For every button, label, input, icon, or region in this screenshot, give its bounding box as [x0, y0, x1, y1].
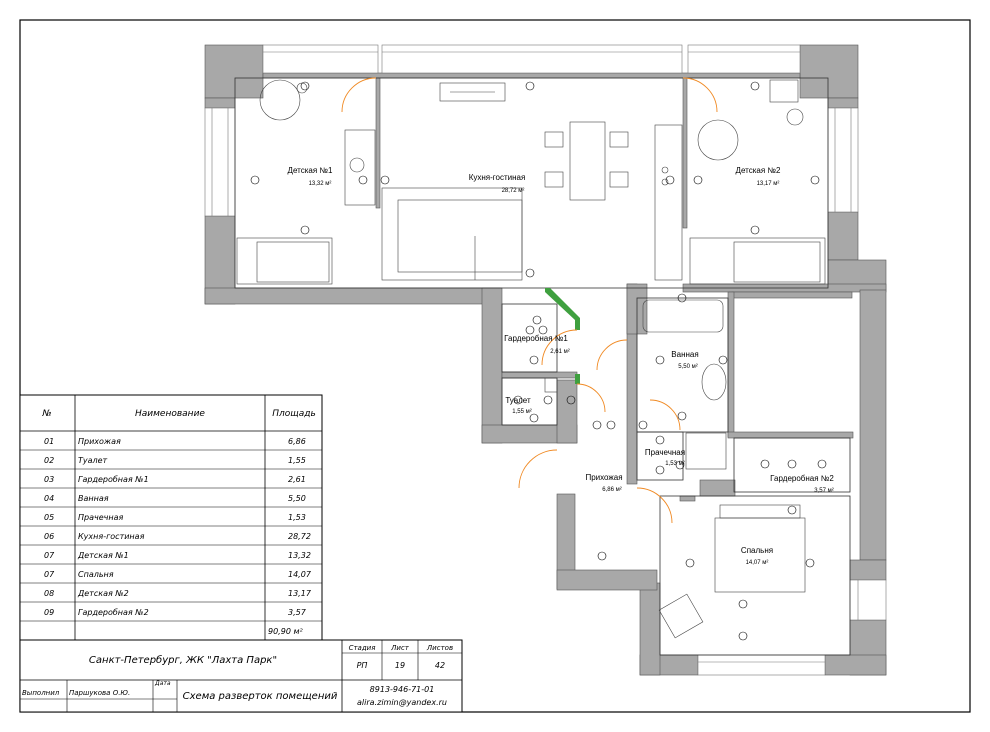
room-name-laundry: Прачечная — [645, 448, 685, 457]
room-area-detskaya-2: 13,17 м² — [757, 181, 780, 187]
room-name-toilet: Туалет — [505, 396, 531, 405]
row-name: Спальня — [78, 570, 114, 579]
stage-value: РП — [357, 661, 368, 670]
desk-1 — [344, 129, 376, 206]
row-name: Гардеробная №1 — [78, 475, 149, 484]
row-name: Кухня-гостиная — [78, 532, 145, 541]
performed-label: Выполнил — [22, 689, 60, 697]
row-area: 5,50 — [288, 494, 306, 503]
row-name: Детская №2 — [77, 589, 129, 598]
row-area: 6,86 — [288, 437, 306, 446]
room-area-detskaya-1: 13,32 м² — [309, 181, 332, 187]
dining-table — [569, 121, 606, 201]
sink-oval — [701, 363, 727, 401]
row-num: 06 — [44, 532, 54, 541]
row-num: 08 — [44, 589, 54, 598]
contact-phone: 8913-946-71-01 — [370, 685, 435, 694]
furniture — [236, 79, 826, 639]
room-area-wardrobe-1: 2,61 м² — [550, 349, 569, 355]
col-header-name: Наименование — [135, 409, 205, 419]
washer — [685, 432, 727, 470]
sheet-label: Лист — [390, 644, 410, 652]
room-name-wardrobe-2: Гардеробная №2 — [770, 474, 834, 483]
col-header-area: Площадь — [272, 409, 316, 419]
sheets-label: Листов — [426, 644, 453, 652]
total-area: 90,90 м² — [268, 627, 303, 636]
drawing-title: Схема разверток помещений — [183, 691, 338, 702]
tv-unit — [439, 82, 506, 102]
bed-1 — [236, 237, 333, 285]
room-area-hallway: 6,86 м² — [602, 487, 621, 493]
sheet-value: 19 — [395, 661, 405, 670]
windows — [204, 44, 887, 676]
double-bed — [714, 517, 806, 593]
row-area: 1,55 — [288, 456, 306, 465]
play-rug-2 — [697, 119, 739, 161]
contact-email: alira.zimin@yandex.ru — [357, 698, 447, 707]
sofa — [381, 187, 523, 281]
sheet-frame — [19, 19, 971, 713]
room-area-laundry: 1,53 м² — [665, 461, 684, 467]
elevation-markers — [250, 81, 827, 641]
row-area: 13,32 — [288, 551, 311, 560]
row-num: 05 — [44, 513, 54, 522]
room-name-kitchen-living: Кухня-гостиная — [469, 173, 526, 182]
title-block: Санкт-Петербург, ЖК "Лахта Парк" Стадия … — [19, 639, 463, 713]
row-name: Ванная — [78, 494, 109, 503]
performer-name: Паршукова О.Ю. — [69, 689, 130, 697]
row-area: 14,07 — [288, 570, 312, 579]
row-area: 2,61 — [288, 475, 306, 484]
row-name: Прихожая — [78, 437, 121, 446]
row-area: 3,57 — [288, 608, 307, 617]
doors — [341, 77, 718, 524]
room-name-bedroom: Спальня — [741, 546, 773, 555]
sheets-value: 42 — [435, 661, 445, 670]
row-num: 03 — [44, 475, 54, 484]
room-name-bathroom: Ванная — [671, 350, 698, 359]
row-name: Туалет — [78, 456, 108, 465]
row-area: 28,72 — [288, 532, 311, 541]
row-num: 09 — [44, 608, 54, 617]
row-num: 02 — [44, 456, 54, 465]
walls — [204, 44, 887, 676]
project-name: Санкт-Петербург, ЖК "Лахта Парк" — [89, 654, 277, 666]
armchair — [658, 593, 704, 639]
row-name: Прачечная — [78, 513, 124, 522]
bathtub — [642, 299, 724, 333]
row-num: 04 — [44, 494, 54, 503]
explication-table: № Наименование Площадь 01 Прихожая 6,86 … — [19, 394, 323, 641]
room-name-wardrobe-1: Гардеробная №1 — [504, 334, 568, 343]
row-num: 07 — [44, 570, 55, 579]
room-labels: Детская №1 13,32 м² Кухня-гостиная 28,72… — [288, 166, 835, 566]
kitchen-counter — [654, 124, 683, 281]
wardrobe-partition — [545, 288, 580, 384]
row-area: 13,17 — [288, 589, 312, 598]
date-label: Дата — [154, 680, 171, 687]
room-area-bathroom: 5,50 м² — [678, 364, 697, 370]
room-area-toilet: 1,55 м² — [512, 409, 531, 415]
room-area-kitchen-living: 28,72 м² — [502, 188, 525, 194]
room-area-wardrobe-2: 3,57 м² — [814, 488, 833, 494]
room-outlines — [234, 77, 851, 656]
room-name-hallway: Прихожая — [585, 473, 622, 482]
bed-2 — [689, 237, 826, 285]
row-num: 07 — [44, 551, 55, 560]
row-name: Детская №1 — [77, 551, 129, 560]
row-area: 1,53 — [288, 513, 306, 522]
play-rug — [259, 79, 301, 121]
row-num: 01 — [44, 437, 54, 446]
room-area-bedroom: 14,07 м² — [746, 560, 769, 566]
row-name: Гардеробная №2 — [78, 608, 149, 617]
stage-label: Стадия — [349, 644, 376, 652]
col-header-num: № — [41, 409, 51, 419]
room-name-detskaya-1: Детская №1 — [288, 166, 333, 175]
room-name-detskaya-2: Детская №2 — [736, 166, 781, 175]
